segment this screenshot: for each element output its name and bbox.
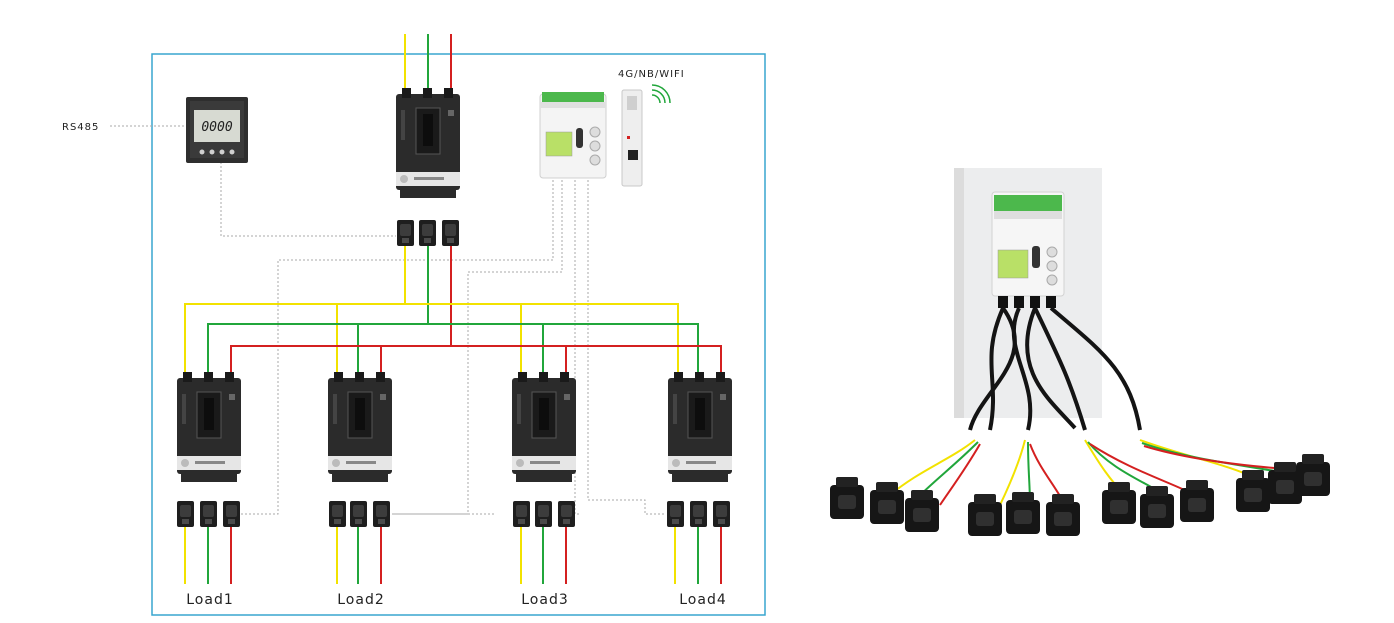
load-output-wires <box>184 525 722 584</box>
wireless-label: 4G/NB/WIFI <box>618 69 685 80</box>
bus-wires <box>184 244 722 374</box>
rs485-label: RS485 <box>62 122 99 133</box>
branch-breaker-1 <box>176 371 242 483</box>
wifi-signal-icon <box>651 84 671 104</box>
branch-breaker-2 <box>327 371 393 483</box>
meter-reading: 0000 <box>201 120 232 135</box>
main-cts <box>397 220 459 246</box>
product-photo <box>830 168 1330 536</box>
branch-breaker-4 <box>667 371 733 483</box>
load-label-4: Load4 <box>679 592 727 608</box>
multi-circuit-meter <box>539 92 607 179</box>
communication-lines <box>110 125 664 515</box>
panel-frame <box>151 53 766 616</box>
branch-breaker-3 <box>511 371 577 483</box>
wireless-gateway <box>621 89 643 187</box>
supply-wires <box>404 34 452 88</box>
panel-meter <box>186 97 248 163</box>
load-label-3: Load3 <box>521 592 569 608</box>
main-breaker <box>395 87 461 199</box>
load-label-2: Load2 <box>337 592 385 608</box>
load-label-1: Load1 <box>186 592 234 608</box>
